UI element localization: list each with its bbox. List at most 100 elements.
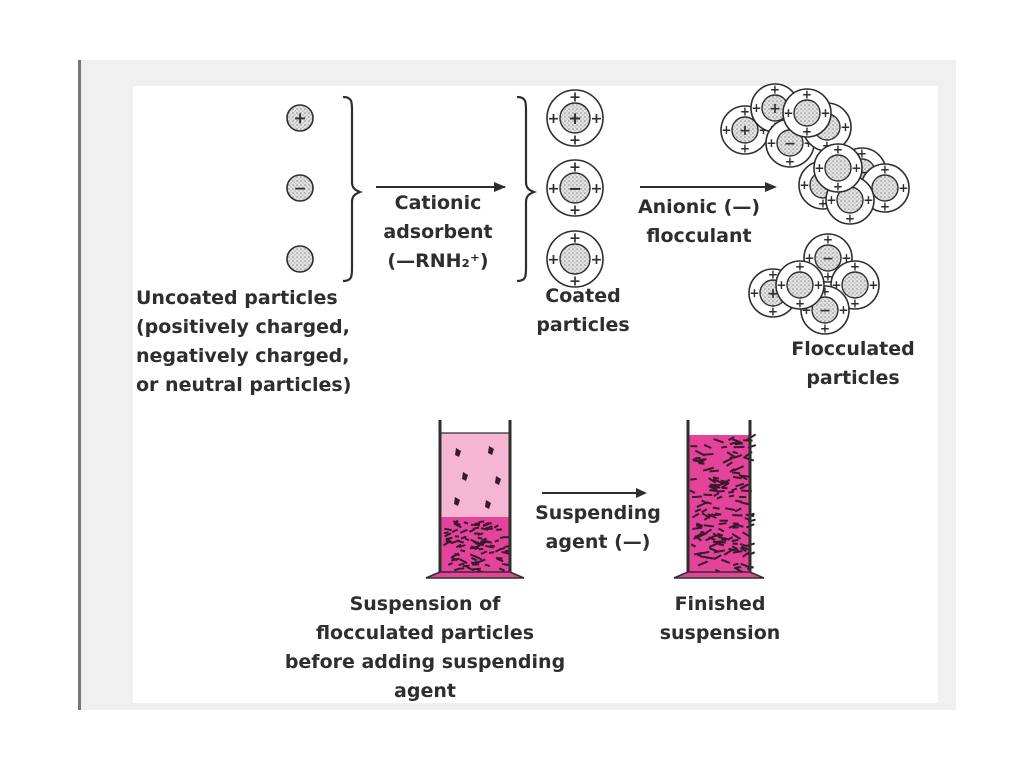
charge-symbol: + (768, 305, 778, 319)
charge-symbol: + (770, 83, 780, 97)
charge-symbol: + (820, 106, 830, 120)
charge-symbol: − (822, 251, 834, 267)
coated-particle-icon: + + + + (782, 88, 832, 139)
uncoated-particles-label: Uncoated particles (positively charged, … (136, 287, 352, 396)
charge-symbol: + (851, 161, 861, 175)
charge-symbol: + (840, 120, 850, 134)
charge-symbol: + (795, 260, 805, 274)
charge-symbol: + (751, 101, 761, 115)
charge-symbol: + (591, 181, 603, 197)
charge-symbol: + (826, 193, 836, 207)
charge-symbol: + (823, 233, 833, 247)
charge-symbol: + (814, 161, 824, 175)
arrow-right-icon (640, 182, 777, 192)
charge-symbol: + (569, 90, 581, 106)
charge-symbol: + (569, 203, 581, 219)
charge-symbol: + (804, 251, 814, 265)
right-brace-icon (516, 95, 537, 283)
charge-symbol: + (749, 286, 759, 300)
charge-symbol: + (785, 155, 795, 169)
charge-symbol: + (548, 111, 560, 127)
charge-symbol: + (591, 252, 603, 268)
left-brace-icon (342, 95, 363, 283)
charge-symbol: + (802, 88, 812, 102)
charge-symbol: + (833, 180, 843, 194)
charge-symbol: + (768, 268, 778, 282)
charge-symbol: + (293, 109, 306, 127)
particle-icon: − (286, 174, 314, 202)
charge-symbol: + (783, 106, 793, 120)
finished-suspension-label: Finished suspension (659, 593, 781, 644)
charge-symbol: + (850, 260, 860, 274)
charge-symbol: − (293, 179, 306, 197)
charge-symbol: + (802, 125, 812, 139)
charge-symbol: + (740, 105, 750, 119)
floc-icon (462, 472, 468, 481)
cationic-adsorbent-label: Cationic adsorbent (—RNH₂⁺) (383, 192, 493, 272)
charge-symbol: + (813, 278, 823, 292)
charge-symbol: + (880, 163, 890, 177)
charge-symbol: + (801, 303, 811, 317)
particle-icon (286, 245, 314, 273)
floc-icon (455, 448, 461, 457)
charge-symbol: + (868, 278, 878, 292)
floc-icon (454, 497, 460, 506)
charge-symbol: + (758, 123, 768, 137)
charge-symbol: + (799, 178, 809, 192)
coated-particle-icon: + + + + (546, 230, 604, 290)
charge-symbol: + (548, 252, 560, 268)
arrow-right-icon (376, 182, 506, 192)
charge-symbol: + (769, 101, 781, 117)
floc-icon (495, 476, 501, 485)
charge-symbol: + (740, 142, 750, 156)
charge-symbol: + (845, 212, 855, 226)
charge-symbol: + (767, 286, 779, 302)
charge-symbol: + (795, 297, 805, 311)
arrow-right-icon (542, 488, 647, 498)
charge-symbol: + (857, 147, 867, 161)
charge-symbol: + (850, 297, 860, 311)
charge-symbol: + (569, 274, 581, 290)
coated-particle-icon: + + + + + (546, 89, 604, 149)
graduated-cylinder-icon (673, 420, 765, 579)
suspension-before-label: Suspension of flocculated particles befo… (284, 593, 566, 702)
flocculated-particles-group: ++++++++++−++++++++++++++++−++++++++++++… (720, 83, 910, 336)
charge-symbol: + (838, 303, 848, 317)
suspending-agent-label: Suspending agent (—) (535, 502, 661, 553)
charge-symbol: − (784, 136, 796, 152)
charge-symbol: + (591, 111, 603, 127)
charge-symbol: + (823, 270, 833, 284)
coated-particle-icon: + + + + (813, 143, 863, 194)
coated-particles-group: +++++−++++++++ (546, 89, 604, 290)
charge-symbol: + (739, 123, 751, 139)
charge-symbol: + (833, 143, 843, 157)
charge-symbol: − (568, 179, 582, 198)
coated-particles-label: Coated particles (536, 285, 630, 336)
floc-icon (488, 446, 494, 455)
charge-symbol: + (863, 193, 873, 207)
charge-symbol: + (818, 197, 828, 211)
charge-symbol: + (766, 136, 776, 150)
particle-icon: + (286, 104, 314, 132)
charge-symbol: + (776, 278, 786, 292)
charge-symbol: + (548, 181, 560, 197)
charge-symbol: + (721, 123, 731, 137)
floating-flocs (454, 446, 501, 509)
coated-particle-icon: −++++ (546, 159, 604, 219)
charge-symbol: + (898, 181, 908, 195)
coated-particle-icon: + + + + (775, 260, 825, 311)
charge-symbol: + (569, 231, 581, 247)
charge-symbol: + (820, 322, 830, 336)
charge-symbol: + (841, 251, 851, 265)
charge-symbol: + (569, 160, 581, 176)
anionic-flocculant-label: Anionic (—) flocculant (637, 196, 761, 247)
sediment-layer (443, 519, 511, 574)
flocculated-particles-label: Flocculated particles (791, 338, 915, 389)
charge-symbol: − (819, 303, 831, 319)
charge-symbol: + (569, 133, 581, 149)
charge-symbol: + (831, 278, 841, 292)
charge-symbol: + (568, 109, 582, 128)
uncoated-particles-group: +− (286, 104, 314, 273)
graduated-cylinder-icon (425, 420, 525, 579)
